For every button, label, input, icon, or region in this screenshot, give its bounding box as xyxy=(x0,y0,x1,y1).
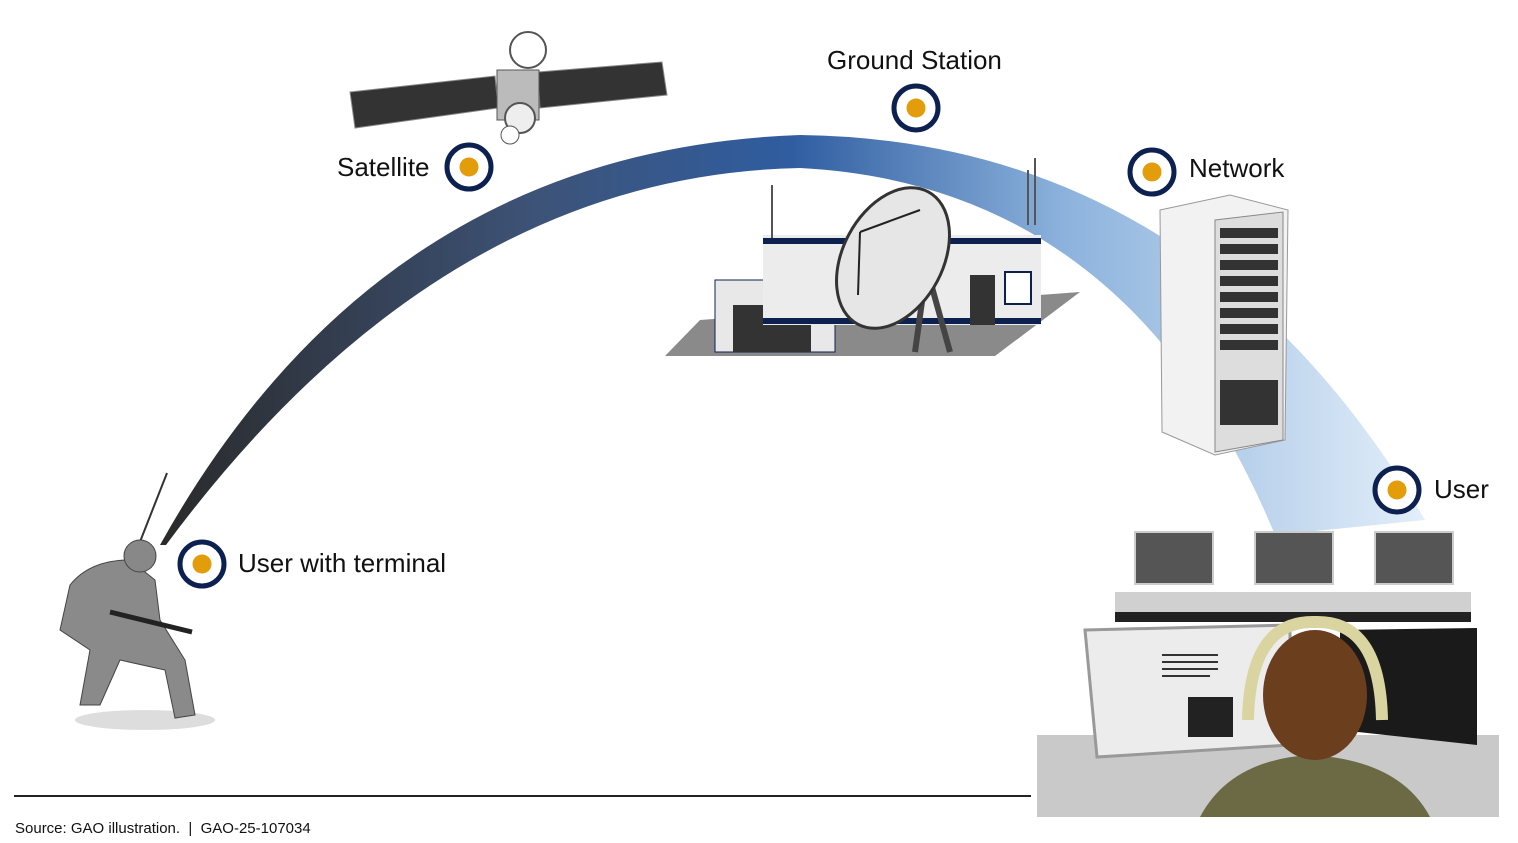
terminal-marker xyxy=(177,539,227,589)
user-marker xyxy=(1372,465,1422,515)
user-label: User xyxy=(1434,474,1489,504)
ground-station-marker xyxy=(891,83,941,133)
ground-station-illustration xyxy=(665,158,1080,356)
ground-station-label: Ground Station xyxy=(827,45,1002,75)
source-note: Source: GAO illustration. | GAO-25-10703… xyxy=(15,820,311,837)
network-server-illustration xyxy=(1159,194,1289,456)
satellite-label: Satellite xyxy=(337,152,430,182)
user-with-terminal-label: User with terminal xyxy=(238,548,447,578)
signal-arc xyxy=(160,135,1425,545)
network-marker xyxy=(1127,147,1177,197)
footer-divider xyxy=(14,795,1031,797)
user-workstation-illustration xyxy=(1037,531,1499,817)
soldier-illustration xyxy=(59,472,215,730)
satellite-marker xyxy=(444,142,494,192)
network-label: Network xyxy=(1189,153,1285,183)
satellite-illustration xyxy=(349,31,668,145)
